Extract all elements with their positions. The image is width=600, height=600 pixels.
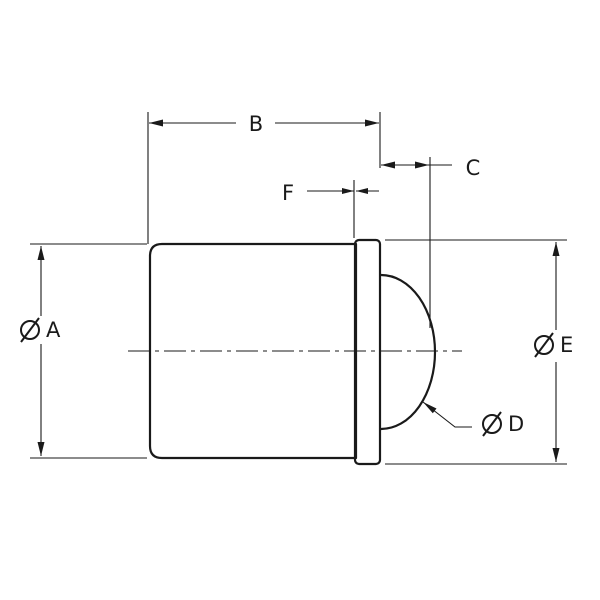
label-c: C [466, 156, 481, 180]
label-d: D [508, 412, 524, 436]
dimension-e: E [385, 239, 573, 465]
diameter-slash-icon [482, 411, 502, 437]
label-b: B [249, 112, 263, 136]
dimension-c: C [381, 156, 480, 328]
diameter-symbol-icon [482, 414, 502, 434]
ball-outline [380, 273, 437, 431]
body-outline [148, 242, 358, 460]
diameter-symbol-icon [20, 320, 40, 340]
flange-outline [353, 238, 382, 466]
label-a: A [46, 318, 61, 342]
diameter-symbol-icon [534, 335, 554, 355]
label-f: F [282, 181, 294, 205]
label-e: E [560, 333, 573, 357]
dimension-b: B [147, 112, 381, 244]
dimension-a: A [20, 243, 147, 459]
diameter-slash-icon [20, 317, 40, 343]
dimension-f: F [282, 180, 379, 238]
diameter-slash-icon [534, 332, 554, 358]
dimension-d: D [422, 401, 524, 437]
